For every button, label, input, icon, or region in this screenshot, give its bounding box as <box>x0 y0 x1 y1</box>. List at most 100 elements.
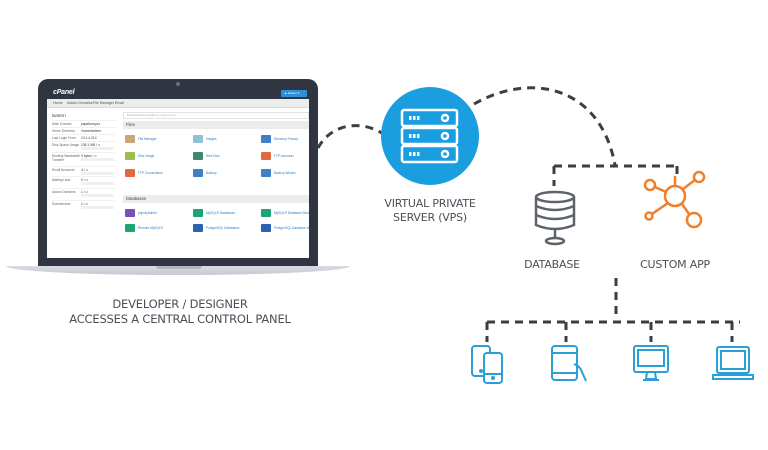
developer-label-line1: DEVELOPER / DESIGNER <box>112 297 248 311</box>
stat-key: Disk Space Usage <box>52 143 80 147</box>
stat-key: Main Domain <box>52 122 72 126</box>
files-item-label: FTP Accounts <box>274 154 294 158</box>
database-tool-icon <box>193 224 203 232</box>
stat-row: Last Login From 10.1.4.214 <box>52 134 116 142</box>
databases-item[interactable]: PostgreSQL Databases <box>193 223 253 233</box>
stat-key: Addon Domains <box>52 190 76 194</box>
databases-item-label: MySQL® Database Wizard <box>274 211 309 215</box>
phones-icon <box>471 345 503 384</box>
stat-key: Mailing Lists <box>52 178 71 182</box>
developer-label-line2: ACCESSES A CENTRAL CONTROL PANEL <box>69 312 291 326</box>
files-item[interactable]: Backup <box>193 168 253 178</box>
stat-value: papaifont.pro <box>81 122 101 126</box>
stat-usage-bar <box>81 172 114 175</box>
stat-usage-bar <box>81 194 114 197</box>
databases-item-label: PostgreSQL Databases <box>206 226 240 230</box>
nav-addon-domains[interactable]: Addon Domains <box>67 101 93 105</box>
files-item[interactable]: Images <box>193 134 253 144</box>
files-item[interactable]: File Manager <box>125 134 185 144</box>
stat-value: /home/lantern <box>81 129 102 133</box>
cpanel-main: Find functions quickly by typing here Fi… <box>123 108 309 258</box>
vps-label-line2: SERVER (VPS) <box>393 211 467 224</box>
stat-value: 10.1.4.214 <box>81 136 97 140</box>
databases-item[interactable]: phpMyAdmin <box>125 208 185 218</box>
stat-value: 1 / ∞ <box>81 190 88 194</box>
stat-usage-bar <box>81 206 114 209</box>
files-item-label: File Manager <box>138 137 157 141</box>
laptop-notch <box>156 266 202 269</box>
files-item-label: Disk Usage <box>138 154 155 158</box>
link-vps-branch <box>473 86 617 166</box>
database-tool-icon <box>261 209 271 217</box>
files-item-label: Directory Privacy <box>274 137 299 141</box>
stat-value: 1 / ∞ <box>81 202 88 206</box>
sidebar-title: lantern <box>52 113 66 118</box>
database-tool-icon <box>261 224 271 232</box>
files-item[interactable]: Disk Usage <box>125 151 185 161</box>
laptop-icon <box>712 346 754 380</box>
laptop-camera <box>176 82 180 86</box>
stat-key: Monthly Bandwidth Transfer <box>52 154 80 162</box>
databases-section-header[interactable]: Databases <box>123 195 309 203</box>
stat-row: Disk Space Usage 136.1 MB / ∞ <box>52 141 116 150</box>
database-icon <box>534 190 576 246</box>
nav-file-manager[interactable]: File Manager <box>93 101 114 105</box>
function-search-input[interactable]: Find functions quickly by typing here <box>123 112 309 119</box>
developer-label: DEVELOPER / DESIGNER ACCESSES A CENTRAL … <box>40 297 320 327</box>
vps-label: VIRTUAL PRIVATE SERVER (VPS) <box>370 197 490 225</box>
files-item[interactable]: FTP Connections <box>125 168 185 178</box>
stat-row: Mailing Lists 0 / ∞ <box>52 176 116 185</box>
custom-app-label: CUSTOM APP <box>640 258 710 271</box>
databases-item-label: phpMyAdmin <box>138 211 157 215</box>
databases-item[interactable]: Remote MySQL® <box>125 223 185 233</box>
file-tool-icon <box>125 135 135 143</box>
files-item-label: Backup <box>206 171 217 175</box>
files-item-label: Images <box>206 137 217 141</box>
desktop-icon <box>633 345 669 381</box>
stat-row: Subdomains 1 / ∞ <box>52 200 116 209</box>
laptop-base <box>6 266 350 275</box>
stat-usage-bar <box>81 147 114 150</box>
cpanel-screen: cPanel ▲ lantern ▾ Home Addon Domains Fi… <box>47 88 309 258</box>
database-tool-icon <box>125 224 135 232</box>
file-tool-icon <box>261 135 271 143</box>
custom-app-network-icon <box>643 170 706 229</box>
files-item[interactable]: Backup Wizard <box>261 168 309 178</box>
file-tool-icon <box>193 152 203 160</box>
stat-row: Home Directory /home/lantern <box>52 127 116 135</box>
nav-home[interactable]: Home <box>53 101 63 105</box>
link-laptop-vps <box>316 124 386 149</box>
databases-item-label: PostgreSQL Database Wizard <box>274 226 309 230</box>
databases-item-label: MySQL® Databases <box>206 211 236 215</box>
stat-value: 0 / ∞ <box>81 178 88 182</box>
stat-key: Subdomains <box>52 202 71 206</box>
vps-node <box>381 87 479 185</box>
stat-usage-bar <box>81 158 114 161</box>
files-item-label: Web Disk <box>206 154 220 158</box>
file-tool-icon <box>125 152 135 160</box>
nav-email[interactable]: Email <box>115 101 124 105</box>
stat-usage-bar <box>81 182 114 185</box>
cpanel-header: cPanel ▲ lantern ▾ <box>47 88 309 99</box>
stat-value: 136.1 MB / ∞ <box>81 143 101 147</box>
databases-item[interactable]: MySQL® Databases <box>193 208 253 218</box>
files-item-label: Backup Wizard <box>274 171 296 175</box>
user-menu-button[interactable]: ▲ lantern ▾ <box>281 90 307 97</box>
stat-value: 0 bytes / ∞ <box>81 154 97 158</box>
files-item[interactable]: FTP Accounts <box>261 151 309 161</box>
server-rack-icon <box>400 108 459 164</box>
stat-value: 4 / ∞ <box>81 168 88 172</box>
files-item[interactable]: Directory Privacy <box>261 134 309 144</box>
databases-item[interactable]: MySQL® Database Wizard <box>261 208 309 218</box>
databases-item[interactable]: PostgreSQL Database Wizard <box>261 223 309 233</box>
stat-row: Email Accounts 4 / ∞ <box>52 166 116 175</box>
file-tool-icon <box>261 169 271 177</box>
database-label: DATABASE <box>524 258 580 271</box>
files-item[interactable]: Web Disk <box>193 151 253 161</box>
files-section-header[interactable]: Files <box>123 121 309 129</box>
stat-key: Home Directory <box>52 129 75 133</box>
databases-item-label: Remote MySQL® <box>138 226 164 230</box>
stat-key: Last Login From <box>52 136 76 140</box>
